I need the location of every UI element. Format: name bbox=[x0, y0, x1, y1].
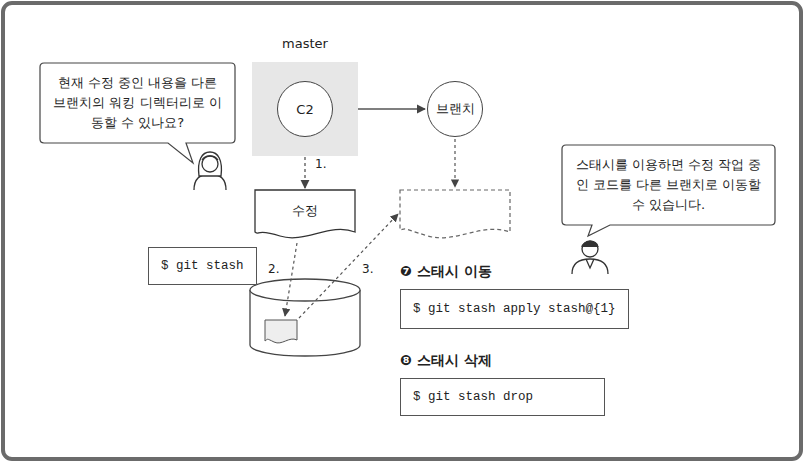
woman-icon bbox=[194, 152, 226, 190]
document-border bbox=[255, 190, 355, 238]
man-icon bbox=[572, 241, 608, 274]
section-heading: ❼ 스태시 이동 bbox=[400, 263, 629, 281]
outer-frame bbox=[3, 3, 801, 459]
command-box: $ git stash drop bbox=[400, 378, 605, 416]
command-text: $ git stash bbox=[161, 259, 244, 273]
branch-band: masterC2 bbox=[252, 62, 358, 156]
command-section: ❽ 스태시 삭제 $ git stash drop bbox=[400, 352, 605, 416]
step-number: 1. bbox=[313, 157, 328, 171]
bubble-border bbox=[562, 145, 775, 236]
command-text: $ git stash apply stash@{1} bbox=[413, 302, 616, 316]
document-shape: 수정 bbox=[255, 190, 355, 240]
circle-label: 브랜치 bbox=[436, 100, 475, 118]
stashed-document bbox=[265, 320, 297, 343]
speech-text: 현재 수정 중인 내용을 다른 브랜치의 워킹 디렉터리로 이동할 수 있나요? bbox=[52, 73, 223, 133]
command-box: $ git stash apply stash@{1} bbox=[400, 289, 629, 329]
target-document bbox=[400, 190, 510, 238]
speech-bubble: 스태시를 이용하면 수정 작업 중인 코드를 다른 브랜치로 이동할 수 있습니… bbox=[562, 145, 775, 225]
branch-name: master bbox=[252, 36, 358, 51]
section-heading: ❽ 스태시 삭제 bbox=[400, 352, 605, 370]
bubble-border bbox=[40, 63, 235, 163]
speech-bubble: 현재 수정 중인 내용을 다른 브랜치의 워킹 디렉터리로 이동할 수 있나요? bbox=[40, 63, 235, 143]
branch-arrow bbox=[454, 139, 455, 187]
stash-arrow bbox=[285, 243, 297, 316]
branch-circle: 브랜치 bbox=[427, 81, 483, 137]
stash-cylinder-top bbox=[250, 279, 360, 301]
circle-label: C2 bbox=[296, 102, 313, 117]
step-number: 3. bbox=[360, 262, 375, 276]
speech-text: 스태시를 이용하면 수정 작업 중인 코드를 다른 브랜치로 이동할 수 있습니… bbox=[574, 155, 763, 215]
commit-circle: C2 bbox=[277, 81, 333, 137]
document-label: 수정 bbox=[292, 202, 318, 220]
step-number: 2. bbox=[266, 262, 281, 276]
command-text: $ git stash drop bbox=[413, 390, 533, 404]
command-box: $ git stash bbox=[148, 247, 257, 285]
command-section: ❼ 스태시 이동 $ git stash apply stash@{1} bbox=[400, 263, 629, 329]
